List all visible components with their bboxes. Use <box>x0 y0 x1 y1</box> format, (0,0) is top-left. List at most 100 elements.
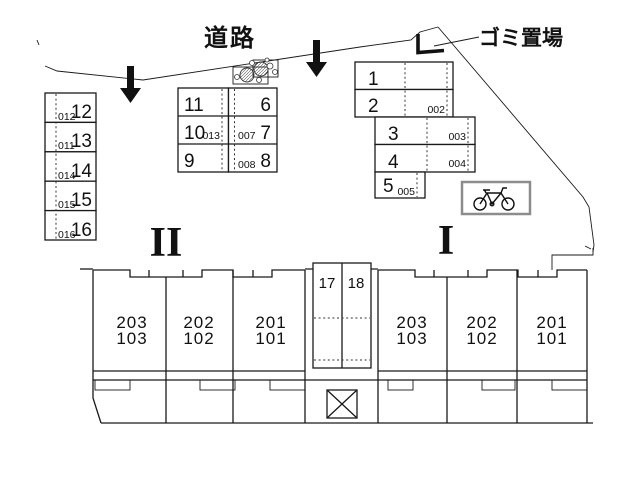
balcony-divider <box>148 270 254 277</box>
stall-code: 013 <box>202 130 220 142</box>
stall-number: 4 <box>388 152 399 173</box>
building-1-numeral: I <box>438 218 454 264</box>
stall-code: 008 <box>238 159 256 171</box>
stall-code: 015 <box>58 199 76 211</box>
stall-code: 002 <box>427 104 445 116</box>
shrub-icon <box>256 77 262 83</box>
road-label: 道路 <box>204 24 256 52</box>
parking-stall <box>374 171 426 199</box>
stall-code: 004 <box>448 158 466 170</box>
garbage-area-marker <box>416 34 480 55</box>
stall-number: 16 <box>71 220 92 241</box>
building-top-edge <box>378 269 587 278</box>
stall-number: 3 <box>388 124 399 145</box>
leader-line <box>433 36 480 47</box>
east-boundary-line <box>437 26 595 253</box>
down-arrow-icon <box>120 66 141 103</box>
boundary-step <box>551 248 594 270</box>
stall-code: 005 <box>397 186 415 198</box>
stall-number: 7 <box>260 123 271 144</box>
garbage-label: ゴミ置場 <box>479 26 563 50</box>
stall-number: 2 <box>368 96 379 117</box>
unit-label-upper: 203 <box>116 313 147 332</box>
stall-code: 014 <box>58 170 76 182</box>
balcony-divider <box>433 270 539 277</box>
entry-step <box>481 379 516 391</box>
shrub-icon <box>234 74 240 80</box>
unit-label-lower: 102 <box>183 329 214 348</box>
parking-center-block: 11 10 013 9 6 7 007 8 008 <box>177 87 278 173</box>
parking-stall <box>227 87 278 173</box>
shrub-icon <box>239 67 255 83</box>
stall-number: 15 <box>71 190 92 211</box>
unit-label-lower: 101 <box>255 329 286 348</box>
stall-code: 016 <box>58 229 76 241</box>
building-2: 203 103 202 102 201 101 <box>80 268 306 424</box>
unit-label-lower: 103 <box>396 329 427 348</box>
unit-label-lower: 101 <box>536 329 567 348</box>
boundary-lines <box>36 26 595 270</box>
stall-number: 1 <box>368 69 379 90</box>
unit-label-lower: 102 <box>466 329 497 348</box>
stall-code: 007 <box>238 130 256 142</box>
parking-stall <box>374 143 476 173</box>
stall-number: 9 <box>184 151 195 172</box>
stall-number: 11 <box>184 95 204 116</box>
down-arrow-icon <box>306 40 327 77</box>
survey-tick <box>36 39 40 46</box>
parking-stall <box>374 116 476 146</box>
entry-step <box>387 379 414 391</box>
building-1: 203 103 202 102 201 101 <box>305 268 588 423</box>
parking-east-block: 3 003 4 004 <box>374 116 476 173</box>
parking-stall <box>44 92 97 124</box>
unit-label-upper: 203 <box>396 313 427 332</box>
x-cross-icon <box>326 389 358 419</box>
building-2-numeral: II <box>150 220 183 266</box>
parking-stall <box>354 88 454 118</box>
stall-number: 18 <box>348 275 365 292</box>
bicycle-parking-box <box>460 180 532 216</box>
parking-stall <box>44 151 97 182</box>
stall-number: 13 <box>71 131 92 152</box>
unit-label-upper: 202 <box>466 313 497 332</box>
parking-stall <box>354 61 454 91</box>
stall-number: 17 <box>319 275 336 292</box>
entry-step <box>94 379 131 391</box>
boundary-tick <box>584 245 592 250</box>
stall-number: 12 <box>71 102 92 123</box>
parking-stall <box>44 209 97 241</box>
parking-left-column: 12 012 13 011 14 014 15 015 16 016 <box>44 92 97 241</box>
shrub-icon <box>253 61 269 77</box>
entry-step <box>551 379 588 391</box>
stall-number: 5 <box>383 176 394 197</box>
building-top-edge <box>93 269 305 278</box>
stall-number: 8 <box>260 151 271 172</box>
stall-number: 10 <box>184 123 205 144</box>
bicycle-icon <box>473 187 515 211</box>
parking-stall-5: 5 005 <box>374 171 426 199</box>
parking-stall <box>44 121 97 153</box>
stall-code: 012 <box>58 111 76 123</box>
planting-area <box>232 57 279 85</box>
walkway-strip <box>93 370 593 424</box>
entry-step <box>199 379 236 391</box>
entry-step <box>269 379 306 391</box>
building-left-edge <box>92 270 102 424</box>
parking-stall <box>177 87 230 173</box>
unit-label-lower: 103 <box>116 329 147 348</box>
shrub-icon <box>249 60 255 66</box>
stall-code: 011 <box>58 140 75 152</box>
stall-number: 14 <box>71 161 93 182</box>
shrub-icon <box>264 57 270 63</box>
unit-label-upper: 201 <box>536 313 567 332</box>
parking-north-block: 1 2 002 <box>354 61 454 118</box>
stall-code: 003 <box>448 131 466 143</box>
stall-number: 6 <box>260 95 271 116</box>
stairs-marker <box>326 389 358 419</box>
shrub-icon <box>266 62 274 70</box>
tandem-parking-17-18: 17 18 <box>312 262 372 369</box>
shrub-icon <box>272 69 278 75</box>
unit-label-upper: 202 <box>183 313 214 332</box>
